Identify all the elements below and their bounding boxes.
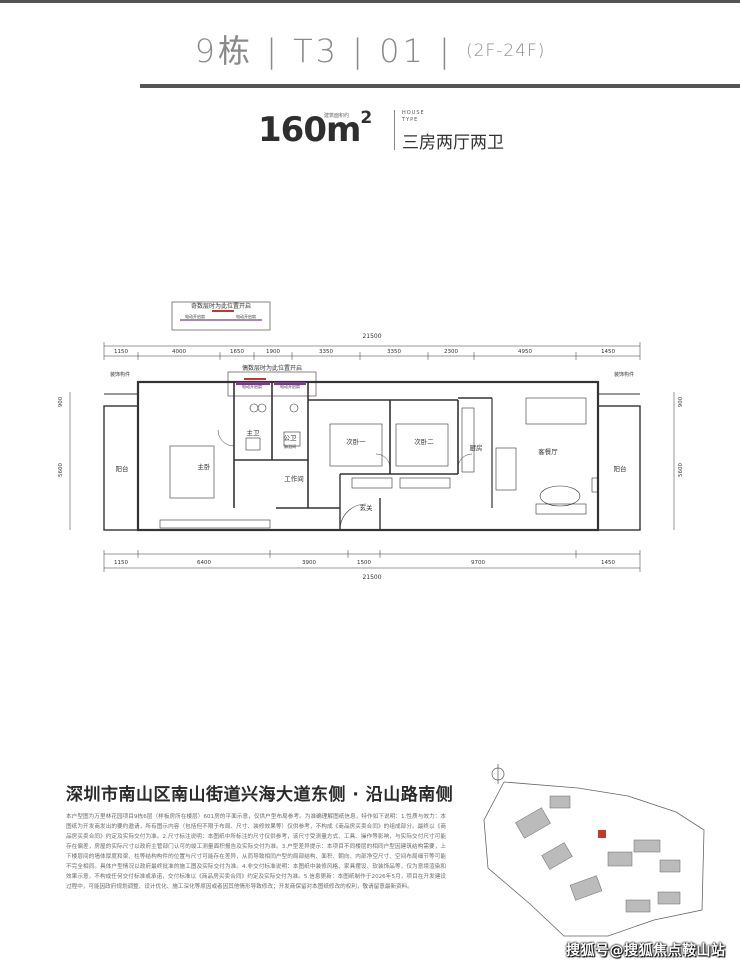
top-note: 奇数层时为此位置开启 — [191, 302, 251, 310]
room-master-bath: 主卫 — [247, 428, 261, 437]
dim-top-8: 4950 — [518, 349, 532, 355]
dim-side-right-1: 5600 — [678, 463, 684, 477]
dim-top-4: 1900 — [266, 349, 280, 355]
dim-top-2: 4000 — [172, 349, 186, 355]
floor-range: (2F-24F) — [465, 41, 546, 61]
room-balcony-right: 阳台 — [614, 464, 627, 473]
room-living: 客餐厅 — [538, 447, 558, 456]
ac-label-3: 电动开启扇 — [242, 383, 262, 389]
highlighted-building — [598, 830, 606, 838]
area-number: 160m — [258, 110, 361, 150]
area-superscript: 2 — [360, 108, 372, 128]
watermark: 搜狐号@搜狐焦点鞍山站 — [566, 943, 726, 959]
unit-title-main: 9栋 | T3 | 01 | — [194, 32, 453, 70]
decor-right-label: 装饰构件 — [614, 371, 634, 378]
room-foyer: 玄关 — [360, 503, 374, 512]
room-balcony-left: 阳台 — [116, 464, 129, 473]
dim-bottom-5: 9700 — [471, 560, 485, 566]
building-7 — [625, 899, 651, 913]
window-accent-2 — [274, 382, 306, 385]
total-bottom: 21500 — [362, 574, 381, 581]
building-4 — [607, 851, 633, 867]
house-type-cn: 三房两厅两卫 — [402, 133, 504, 153]
site-boundary — [483, 781, 705, 937]
house-label: HOUSE — [402, 110, 425, 116]
room-bedroom-1: 次卧一 — [346, 437, 366, 446]
building-5 — [633, 839, 661, 853]
floor-plan: 奇数层时为此位置开启 偶数层时为此位置开启 电动开启扇 电动开启扇 电动开启扇 … — [58, 301, 684, 581]
room-study: 工作间 — [284, 474, 304, 483]
area-divider — [394, 110, 395, 150]
room-bedroom-2: 次卧二 — [414, 437, 434, 446]
area-value: 160m2 — [258, 108, 372, 150]
ac-label-1: 电动开启扇 — [185, 313, 205, 319]
building-9 — [549, 795, 571, 809]
building-6 — [659, 859, 681, 873]
room-kitchen: 厨房 — [470, 443, 483, 452]
ac-label-2: 电动开启扇 — [236, 313, 256, 319]
right-balcony-outline — [597, 405, 641, 531]
dim-bottom-3: 3900 — [302, 560, 316, 566]
dim-bottom-4: 1500 — [357, 560, 371, 566]
building-8 — [657, 891, 681, 905]
dim-side-left-1: 900 — [58, 396, 64, 407]
dim-top-1: 1150 — [114, 349, 128, 355]
address: 深圳市南山区南山街道兴海大道东侧 · 沿山路南侧 — [66, 785, 454, 805]
building-2 — [541, 842, 573, 870]
dim-top-7: 2300 — [444, 349, 458, 355]
dim-top-9: 1450 — [601, 349, 615, 355]
title-rule — [140, 84, 740, 88]
top-rule — [0, 0, 740, 3]
dim-top-5: 3350 — [319, 349, 333, 355]
area-label: 建筑面积约 — [324, 113, 350, 119]
room-master-bedroom: 主卧 — [198, 462, 212, 471]
dim-side-left-2: 5600 — [58, 463, 64, 477]
building-1 — [515, 807, 551, 839]
ac-label-4: 电动开启扇 — [280, 383, 300, 389]
type-label: TYPE — [402, 117, 419, 123]
building-3 — [569, 875, 603, 901]
left-balcony-outline — [103, 405, 139, 531]
room-public-bath: 公卫 — [284, 434, 298, 442]
disclaimer: 本户型图为万里林花园项目9栋6层（样板房所在楼层）601房的平面示意，仅供户型布… — [66, 814, 446, 890]
site-map — [483, 764, 705, 937]
decor-left-label: 装饰构件 — [110, 371, 130, 378]
dim-bottom-1: 1150 — [114, 560, 128, 566]
dim-top-3: 1650 — [230, 349, 244, 355]
top-note-2: 偶数层时为此位置开启 — [242, 364, 302, 372]
dim-top-6: 3350 — [387, 349, 401, 355]
odd-floor-window-box — [171, 301, 271, 331]
total-top: 21500 — [362, 333, 381, 340]
dim-bottom-6: 1450 — [601, 560, 615, 566]
dim-side-right-2: 900 — [678, 396, 684, 407]
unit-title: 9栋 | T3 | 01 | (2F-24F) — [0, 26, 740, 72]
compass-icon — [491, 764, 505, 784]
room-public-bath-sub: 淋浴间 — [284, 443, 296, 449]
dim-bottom-2: 6400 — [197, 560, 211, 566]
window-accent-1 — [236, 382, 270, 385]
